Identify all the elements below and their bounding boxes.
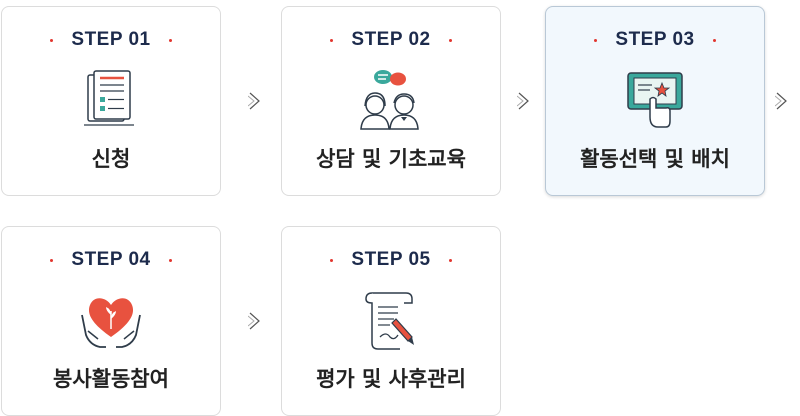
heart-hands-icon xyxy=(81,298,141,348)
application-form-icon xyxy=(84,70,134,126)
step-card-2: STEP 02 상담 및 기초교육 xyxy=(281,6,501,196)
chevron-right-icon xyxy=(248,312,260,330)
step-title: 평가 및 사후관리 xyxy=(316,367,466,391)
step-title: 상담 및 기초교육 xyxy=(316,147,466,171)
step-label: STEP 05 xyxy=(282,249,500,271)
chevron-right-icon xyxy=(517,92,529,110)
consultation-icon xyxy=(360,70,419,130)
bullet-dot xyxy=(448,258,452,262)
bullet-dot xyxy=(448,38,452,42)
step-title: 활동선택 및 배치 xyxy=(580,147,730,171)
step-label: STEP 02 xyxy=(282,29,500,51)
step-label: STEP 01 xyxy=(2,29,220,51)
bullet-dot xyxy=(50,38,54,42)
bullet-dot xyxy=(168,258,172,262)
step-label: STEP 03 xyxy=(546,29,764,51)
step-card-1: STEP 01 신청 xyxy=(1,6,221,196)
tablet-selection-icon xyxy=(627,72,683,128)
evaluation-scroll-icon xyxy=(365,292,414,350)
step-title: 신청 xyxy=(91,147,131,171)
chevron-right-icon xyxy=(775,92,787,110)
bullet-dot xyxy=(712,38,716,42)
step-card-4: STEP 04 봉사활동참여 xyxy=(1,226,221,416)
bullet-dot xyxy=(330,258,334,262)
step-title: 봉사활동참여 xyxy=(53,367,169,391)
bullet-dot xyxy=(168,38,172,42)
chevron-right-icon xyxy=(248,92,260,110)
bullet-dot xyxy=(330,38,334,42)
bullet-dot xyxy=(50,258,54,262)
step-label: STEP 04 xyxy=(2,249,220,271)
step-card-3: STEP 03 활동선택 및 배치 xyxy=(545,6,765,196)
step-card-5: STEP 05 평가 및 사후관리 xyxy=(281,226,501,416)
bullet-dot xyxy=(594,38,598,42)
